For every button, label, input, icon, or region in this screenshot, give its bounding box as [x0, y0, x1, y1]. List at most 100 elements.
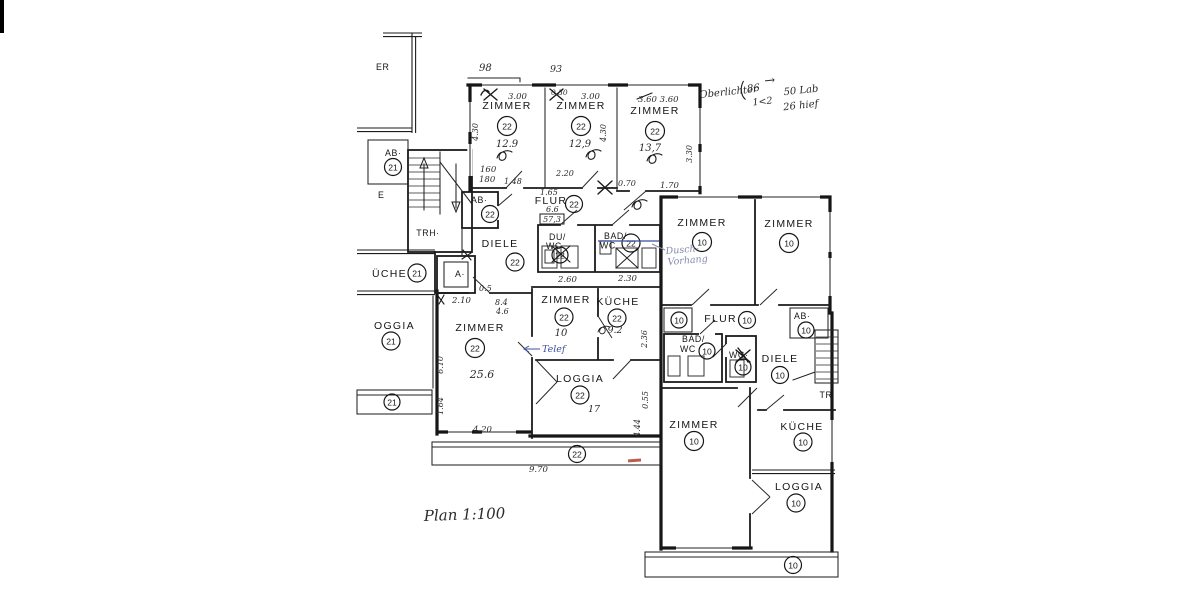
dim-236: 2.36	[640, 330, 649, 349]
dim-300a: 3.00	[508, 92, 528, 102]
unit-circle	[505, 252, 525, 272]
arrow-icon: →	[764, 73, 777, 89]
unit-circle	[564, 194, 584, 214]
unit-number: 22	[575, 391, 585, 401]
dim-055: 0.55	[641, 391, 650, 409]
common-labels: TRH· TR A·	[416, 228, 832, 400]
dim-165: 1.65	[540, 188, 558, 197]
label-zimmer-22-3: ZIMMER	[630, 105, 679, 117]
note-50-lab: 50 Lab	[783, 84, 819, 99]
label-badwc-22b: WC	[600, 241, 616, 251]
label-zimmer-21-cut: ER	[376, 62, 389, 72]
unit-circle-balcony-10	[783, 555, 803, 575]
label-zimmer-22-2: ZIMMER	[556, 100, 605, 112]
label-zimmer-10-low: ZIMMER	[669, 419, 718, 431]
area-zimmer-22-mid: 10	[555, 328, 568, 339]
dim-970: 9.70	[529, 465, 549, 475]
dim-180: 180	[479, 175, 496, 185]
unit-circle	[480, 204, 500, 224]
dim-070: 0.70	[618, 179, 636, 188]
unit-number: 10	[689, 437, 699, 447]
dim-46: 4.6	[495, 307, 509, 316]
note-1-2: 1<2	[752, 95, 773, 108]
plan-scale-note: Plan 1:100	[423, 504, 507, 525]
unit-circle	[381, 331, 401, 351]
label-badwc-10: BAD/	[682, 334, 705, 344]
dim-160: 160	[480, 165, 497, 175]
dim-444: 4.44	[633, 419, 642, 438]
label-wc-10: WC·	[729, 350, 748, 360]
label-ab-10: AB·	[794, 311, 810, 321]
unit-number: 22	[502, 122, 512, 132]
unit-number: 10	[784, 239, 794, 249]
label-ab-22: AB·	[471, 195, 487, 205]
dim-260: 2.60	[557, 275, 578, 285]
unit-circle	[691, 231, 713, 253]
dim-230: 2.30	[617, 274, 638, 284]
pencil-note-top-right: Oberlichter 86 1<2 → 50 Lab 26 hief	[699, 73, 821, 113]
label-badwc-10b: WC	[680, 344, 696, 354]
apartment-10-labels: ZIMMER 10 ZIMMER 10 10 FLUR· 10 AB· 10 B…	[669, 217, 823, 575]
label-stairs: TRH·	[416, 228, 439, 238]
unit-number: 22	[572, 450, 582, 460]
label-zimmer-22-mid: ZIMMER	[541, 294, 590, 306]
dim-360: 3.60 3.60	[638, 95, 679, 105]
unit-number: 22	[626, 239, 636, 249]
unit-number: 21	[386, 337, 396, 347]
area-zimmer-22-2: 12,9	[569, 139, 592, 150]
label-loggia-10: LOGGIA	[775, 481, 823, 493]
scan-edge-artifact	[0, 0, 4, 33]
unit-number: 22	[576, 122, 586, 132]
unit-number: 10	[702, 347, 712, 357]
unit-circle	[607, 308, 627, 328]
area-loggia-22: 17	[588, 404, 601, 415]
label-zimmer-22-big: ZIMMER	[455, 322, 504, 334]
label-kueche-21: ÜCHE	[372, 268, 407, 280]
unit-number: 22	[612, 314, 622, 324]
area-zimmer-22-1: 12.9	[496, 139, 519, 150]
unit-number: 22	[650, 127, 660, 137]
label-badwc-22: BAD/	[604, 231, 627, 241]
dim-148: 1.48	[504, 177, 522, 186]
dim-05: 0.5	[479, 284, 492, 293]
unit-number: 10	[674, 316, 684, 326]
unit-number: 10	[738, 363, 748, 373]
apartment-22-labels: ZIMMER 22 12.9 ZIMMER 22 12,9 ZIMMER 22 …	[455, 100, 679, 464]
unit-circle	[407, 263, 427, 283]
unit-circle-balcony-21	[383, 393, 401, 411]
unit-circle	[734, 358, 752, 376]
note-86: 86	[747, 83, 761, 95]
unit-circle	[551, 246, 569, 264]
unit-number: 22	[470, 344, 480, 354]
unit-circle	[683, 430, 705, 452]
dim-98: 98	[479, 63, 492, 74]
note-dusch-2: Vorhang	[667, 254, 708, 268]
stairs-right	[792, 336, 838, 381]
door-swings	[472, 170, 785, 515]
balcony-strips	[356, 389, 839, 578]
unit-number: 10	[798, 438, 808, 448]
label-diele-21-cut: E	[378, 190, 384, 200]
area-flur-22-alt: 57,3	[543, 215, 561, 224]
label-duwc-22b: WC	[546, 241, 562, 251]
unit-number: 10	[775, 371, 785, 381]
dim-93: 93	[550, 64, 562, 75]
dim-420: 4.20	[472, 425, 493, 435]
unit-number: 22	[559, 313, 569, 323]
handwritten-dimensions: 98 93 3.00 0.30 3.00 3.60 3.60 160 180 1…	[436, 63, 694, 475]
unit-circle	[570, 385, 590, 405]
area-zimmer-22-3: 13,7	[639, 143, 662, 154]
unit-circle	[770, 365, 790, 385]
unit-circle	[383, 157, 403, 177]
label-zimmer-22-1: ZIMMER	[482, 100, 531, 112]
area-flur-22: 6.6	[546, 205, 559, 214]
apartment-21-labels: ER AB· 21 E ÜCHE 21 OGGIA 21 21	[372, 62, 427, 411]
stairs-main	[409, 151, 473, 215]
dim-610: 6.10	[436, 356, 445, 374]
unit-circle	[496, 115, 518, 137]
label-diele-10: DIELE	[762, 353, 799, 365]
label-ab-21: AB·	[385, 148, 401, 158]
dim-430a: 4.30	[471, 123, 480, 142]
label-zimmer-10-a: ZIMMER	[677, 217, 726, 229]
